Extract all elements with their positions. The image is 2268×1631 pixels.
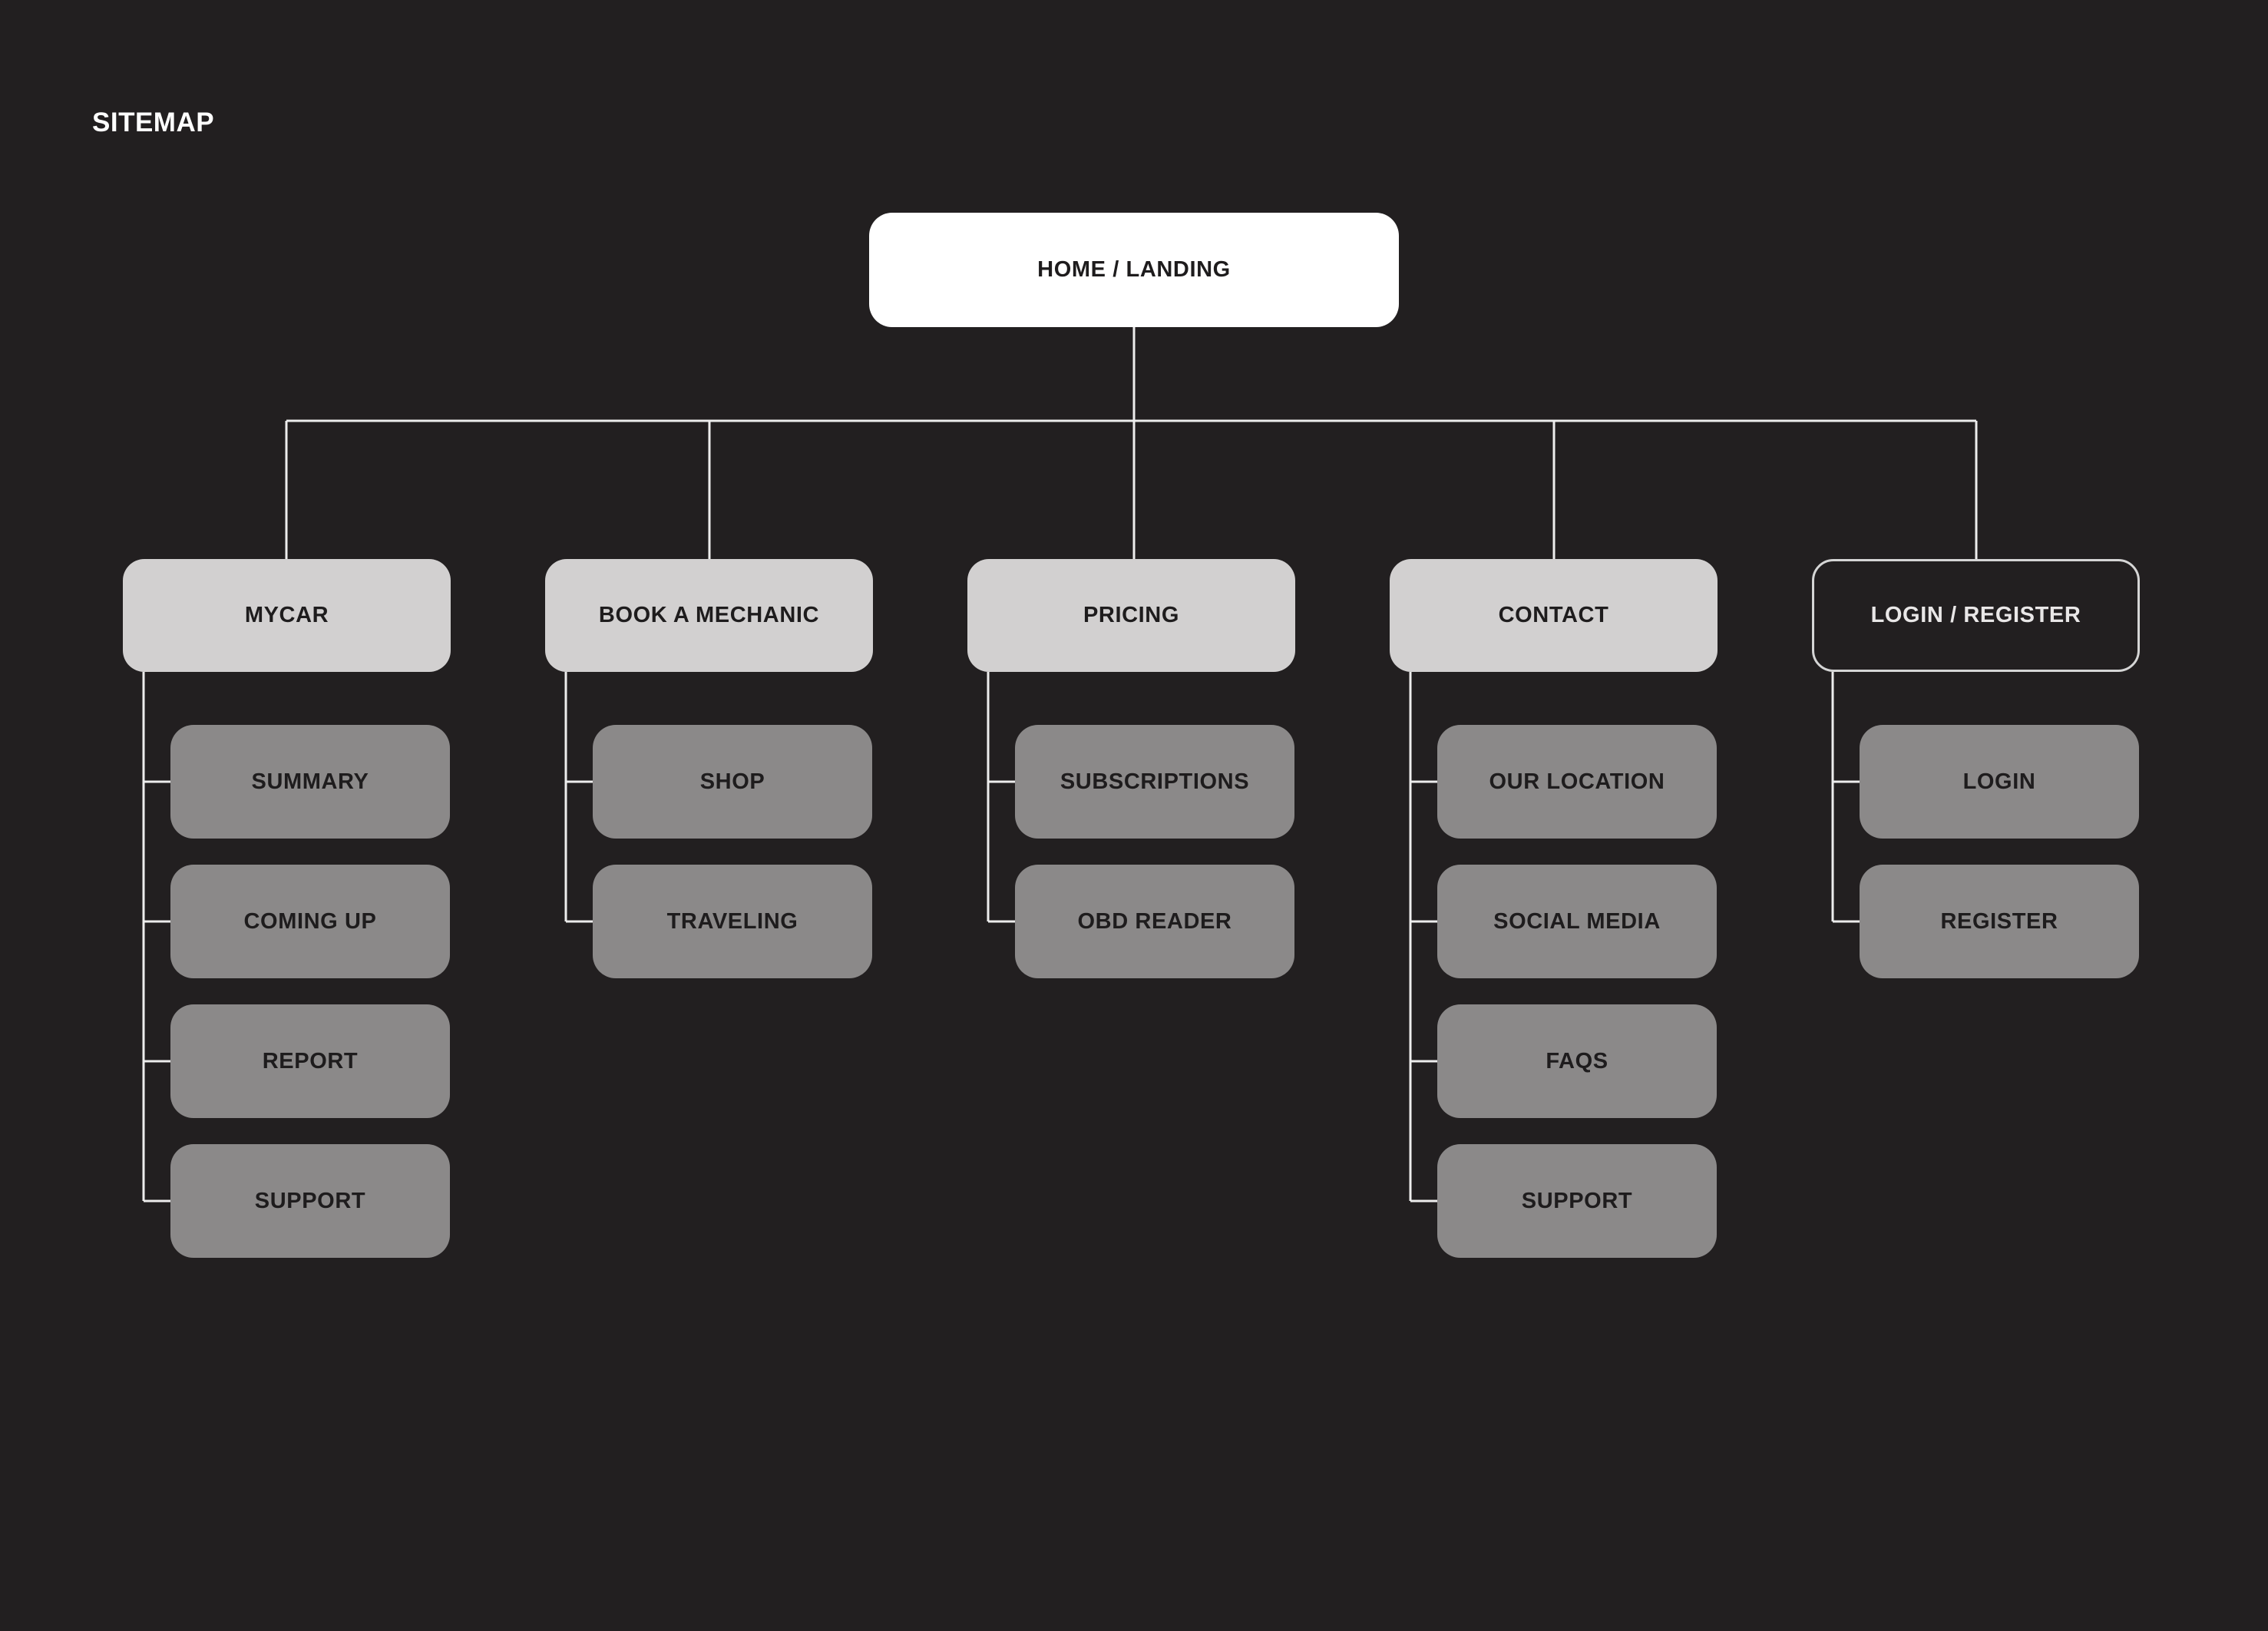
node-coming-up[interactable]: COMING UP [170, 865, 450, 978]
node-shop[interactable]: SHOP [593, 725, 872, 839]
node-our-location[interactable]: OUR LOCATION [1437, 725, 1717, 839]
node-login-label: LOGIN [1962, 769, 2036, 794]
node-obd-reader[interactable]: OBD READER [1015, 865, 1294, 978]
connector-group-book-a-mechanic [564, 672, 593, 923]
node-register-label: REGISTER [1940, 908, 2058, 934]
node-mycar[interactable]: MYCAR [123, 559, 451, 672]
connector-group-login-register [1831, 672, 1860, 923]
node-social-media-label: SOCIAL MEDIA [1493, 908, 1661, 934]
node-shop-label: SHOP [699, 769, 765, 794]
node-home-landing[interactable]: HOME / LANDING [869, 213, 1399, 327]
node-subscriptions[interactable]: SUBSCRIPTIONS [1015, 725, 1294, 839]
node-faqs[interactable]: FAQS [1437, 1004, 1717, 1118]
sitemap-title: SITEMAP [92, 108, 215, 137]
connector-group-pricing [987, 672, 1015, 923]
node-contact[interactable]: CONTACT [1390, 559, 1718, 672]
node-subscriptions-label: SUBSCRIPTIONS [1060, 769, 1250, 794]
node-book-a-mechanic-label: BOOK A MECHANIC [598, 603, 820, 627]
node-mycar-support-label: SUPPORT [254, 1188, 366, 1213]
node-login-register[interactable]: LOGIN / REGISTER [1812, 559, 2140, 672]
node-traveling-label: TRAVELING [666, 908, 798, 934]
node-register[interactable]: REGISTER [1860, 865, 2139, 978]
node-obd-reader-label: OBD READER [1077, 908, 1232, 934]
node-report[interactable]: REPORT [170, 1004, 450, 1118]
node-traveling[interactable]: TRAVELING [593, 865, 872, 978]
node-coming-up-label: COMING UP [243, 908, 377, 934]
node-report-label: REPORT [262, 1048, 359, 1074]
node-book-a-mechanic[interactable]: BOOK A MECHANIC [545, 559, 873, 672]
connector-group-contact [1409, 672, 1437, 1203]
node-home-landing-label: HOME / LANDING [1037, 257, 1231, 282]
connector-root [285, 327, 1978, 561]
node-summary[interactable]: SUMMARY [170, 725, 450, 839]
node-pricing[interactable]: PRICING [967, 559, 1295, 672]
node-contact-label: CONTACT [1498, 603, 1609, 627]
node-summary-label: SUMMARY [251, 769, 369, 794]
node-contact-support-label: SUPPORT [1521, 1188, 1633, 1213]
node-pricing-label: PRICING [1083, 603, 1180, 627]
node-login-register-label: LOGIN / REGISTER [1870, 603, 2081, 627]
node-social-media[interactable]: SOCIAL MEDIA [1437, 865, 1717, 978]
node-login[interactable]: LOGIN [1860, 725, 2139, 839]
node-contact-support[interactable]: SUPPORT [1437, 1144, 1717, 1258]
node-our-location-label: OUR LOCATION [1489, 769, 1665, 794]
node-mycar-label: MYCAR [244, 603, 329, 627]
node-faqs-label: FAQS [1546, 1048, 1608, 1074]
node-mycar-support[interactable]: SUPPORT [170, 1144, 450, 1258]
connector-group-mycar [142, 672, 170, 1203]
